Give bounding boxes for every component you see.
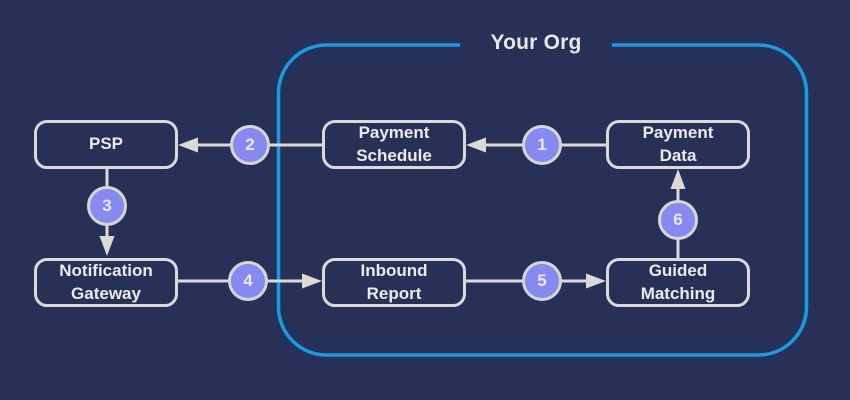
step-badge-2: 2 <box>230 125 270 165</box>
node-notification-gateway: Notification Gateway <box>34 258 178 307</box>
node-notification-gateway-label: Notification Gateway <box>59 260 153 303</box>
node-psp-label: PSP <box>88 134 124 154</box>
flow-arrowhead-3 <box>99 236 115 256</box>
org-container-label: Your Org <box>490 31 582 54</box>
org-boundary-label-gap <box>460 40 612 50</box>
flow-arrowhead-6 <box>670 169 686 189</box>
node-payment-data: Payment Data <box>606 120 750 169</box>
node-inbound-report-label: Inbound Report <box>360 260 428 303</box>
node-payment-data-label: Payment Data <box>642 122 714 165</box>
flow-arrowhead-2 <box>178 137 198 153</box>
step-badge-1: 1 <box>522 125 562 165</box>
flow-arrowhead-5 <box>586 273 606 289</box>
node-payment-schedule: Payment Schedule <box>322 120 466 169</box>
org-boundary <box>276 43 809 357</box>
node-guided-matching-label: Guided Matching <box>640 260 716 303</box>
node-payment-schedule-label: Payment Schedule <box>356 122 432 165</box>
node-psp: PSP <box>34 120 178 169</box>
node-inbound-report: Inbound Report <box>322 258 466 307</box>
node-guided-matching: Guided Matching <box>606 258 750 307</box>
step-badge-4: 4 <box>228 261 268 301</box>
step-badge-5: 5 <box>522 261 562 301</box>
flow-arrowhead-1 <box>466 137 486 153</box>
flow-arrowhead-4 <box>302 273 322 289</box>
step-badge-6: 6 <box>658 200 698 240</box>
step-badge-3: 3 <box>87 186 127 226</box>
